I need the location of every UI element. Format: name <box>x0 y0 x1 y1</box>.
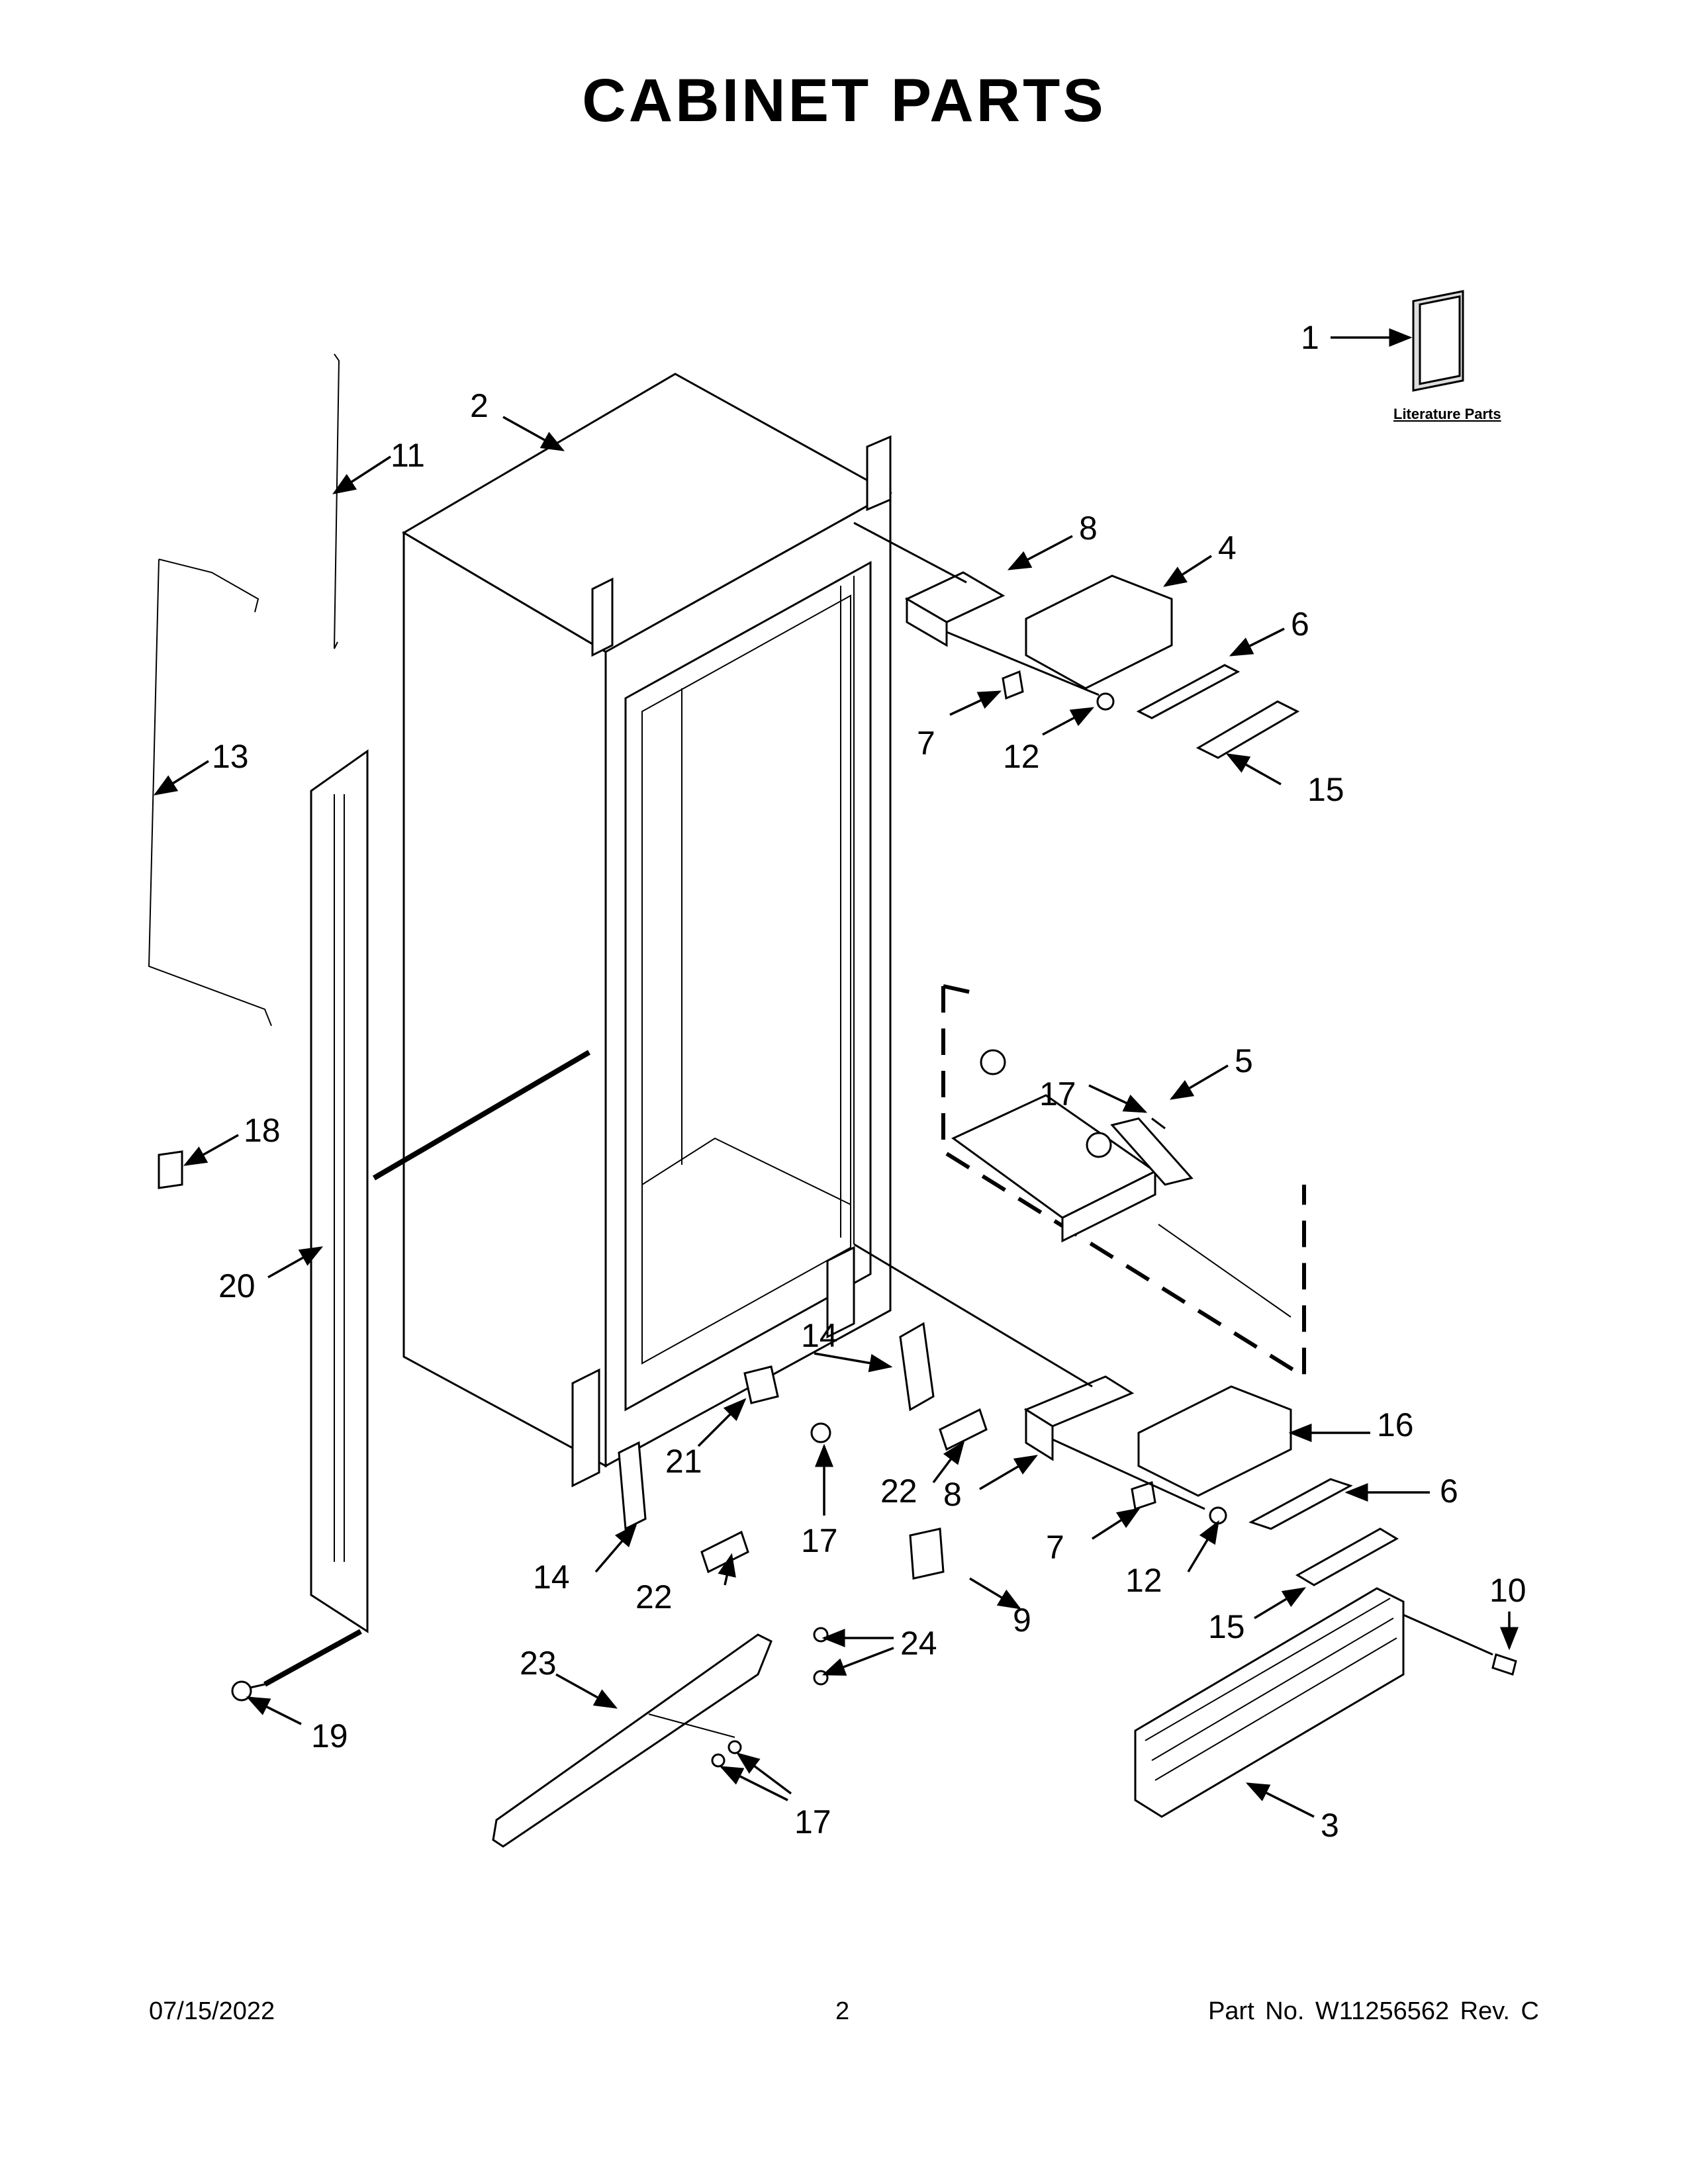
callout-21: 21 <box>665 1443 702 1480</box>
relay-part <box>909 1527 945 1580</box>
cabinet-shell <box>402 373 893 1488</box>
callout-6b: 6 <box>1440 1473 1458 1510</box>
screw-part <box>813 1627 829 1643</box>
callout-7b: 7 <box>1046 1529 1064 1566</box>
switch-part <box>743 1365 779 1404</box>
screw-part <box>711 1753 726 1768</box>
callout-17b: 17 <box>801 1522 838 1559</box>
callout-14: 14 <box>801 1317 838 1354</box>
callout-8: 8 <box>1079 510 1098 547</box>
callout-20: 20 <box>218 1267 256 1304</box>
callout-17: 17 <box>1039 1075 1076 1113</box>
callout-9: 9 <box>1013 1602 1031 1639</box>
clip-part <box>158 1150 183 1189</box>
grille-part <box>1134 1587 1405 1818</box>
callout-6: 6 <box>1291 606 1309 643</box>
toe-frame-part <box>492 1633 773 1848</box>
top-hinge-assembly <box>904 571 1300 759</box>
bottom-hinge-assembly <box>1023 1375 1399 1586</box>
callout-10: 10 <box>1489 1572 1526 1609</box>
heater-wire <box>148 559 272 1026</box>
callout-1: 1 <box>1301 319 1319 356</box>
bracket-part <box>899 1322 935 1412</box>
callout-15: 15 <box>1307 771 1344 808</box>
callout-19: 19 <box>311 1717 348 1754</box>
callout-12: 12 <box>1003 738 1040 775</box>
shim-part <box>700 1530 749 1574</box>
footer-part-number: Part No. W11256562 Rev. C <box>1208 1997 1539 2025</box>
screw-part <box>727 1740 742 1754</box>
callout-11: 11 <box>391 437 425 474</box>
callout-16: 16 <box>1377 1406 1414 1443</box>
hinge-kit-box <box>941 984 1306 1381</box>
screw-part <box>231 1680 265 1702</box>
literature-label: Literature Parts <box>1393 406 1501 422</box>
callout-5: 5 <box>1235 1042 1253 1079</box>
footer-page-number: 2 <box>835 1997 850 2025</box>
callout-23: 23 <box>520 1645 557 1682</box>
bracket-part <box>618 1441 647 1531</box>
callout-4: 4 <box>1218 529 1237 567</box>
literature-booklet-icon <box>1412 290 1464 392</box>
page-title: CABINET PARTS <box>582 67 1106 134</box>
callout-12b: 12 <box>1125 1562 1162 1599</box>
callout-22: 22 <box>880 1473 917 1510</box>
callout-24: 24 <box>900 1625 937 1662</box>
callout-8b: 8 <box>943 1476 962 1513</box>
callout-18: 18 <box>244 1112 281 1149</box>
screw-part <box>810 1422 831 1443</box>
drain-tube <box>334 353 340 649</box>
callout-15b: 15 <box>1208 1608 1245 1645</box>
footer-date: 07/15/2022 <box>149 1997 275 2025</box>
callout-3: 3 <box>1321 1807 1339 1844</box>
screw-part <box>1491 1653 1517 1676</box>
callout-17c: 17 <box>794 1803 831 1841</box>
callout-13: 13 <box>212 738 249 775</box>
side-trim-strip <box>310 749 369 1633</box>
callout-7: 7 <box>917 725 935 762</box>
callout-14b: 14 <box>533 1559 570 1596</box>
callout-2: 2 <box>470 387 489 424</box>
callout-leaders <box>154 328 1519 1818</box>
callout-22b: 22 <box>635 1578 673 1615</box>
